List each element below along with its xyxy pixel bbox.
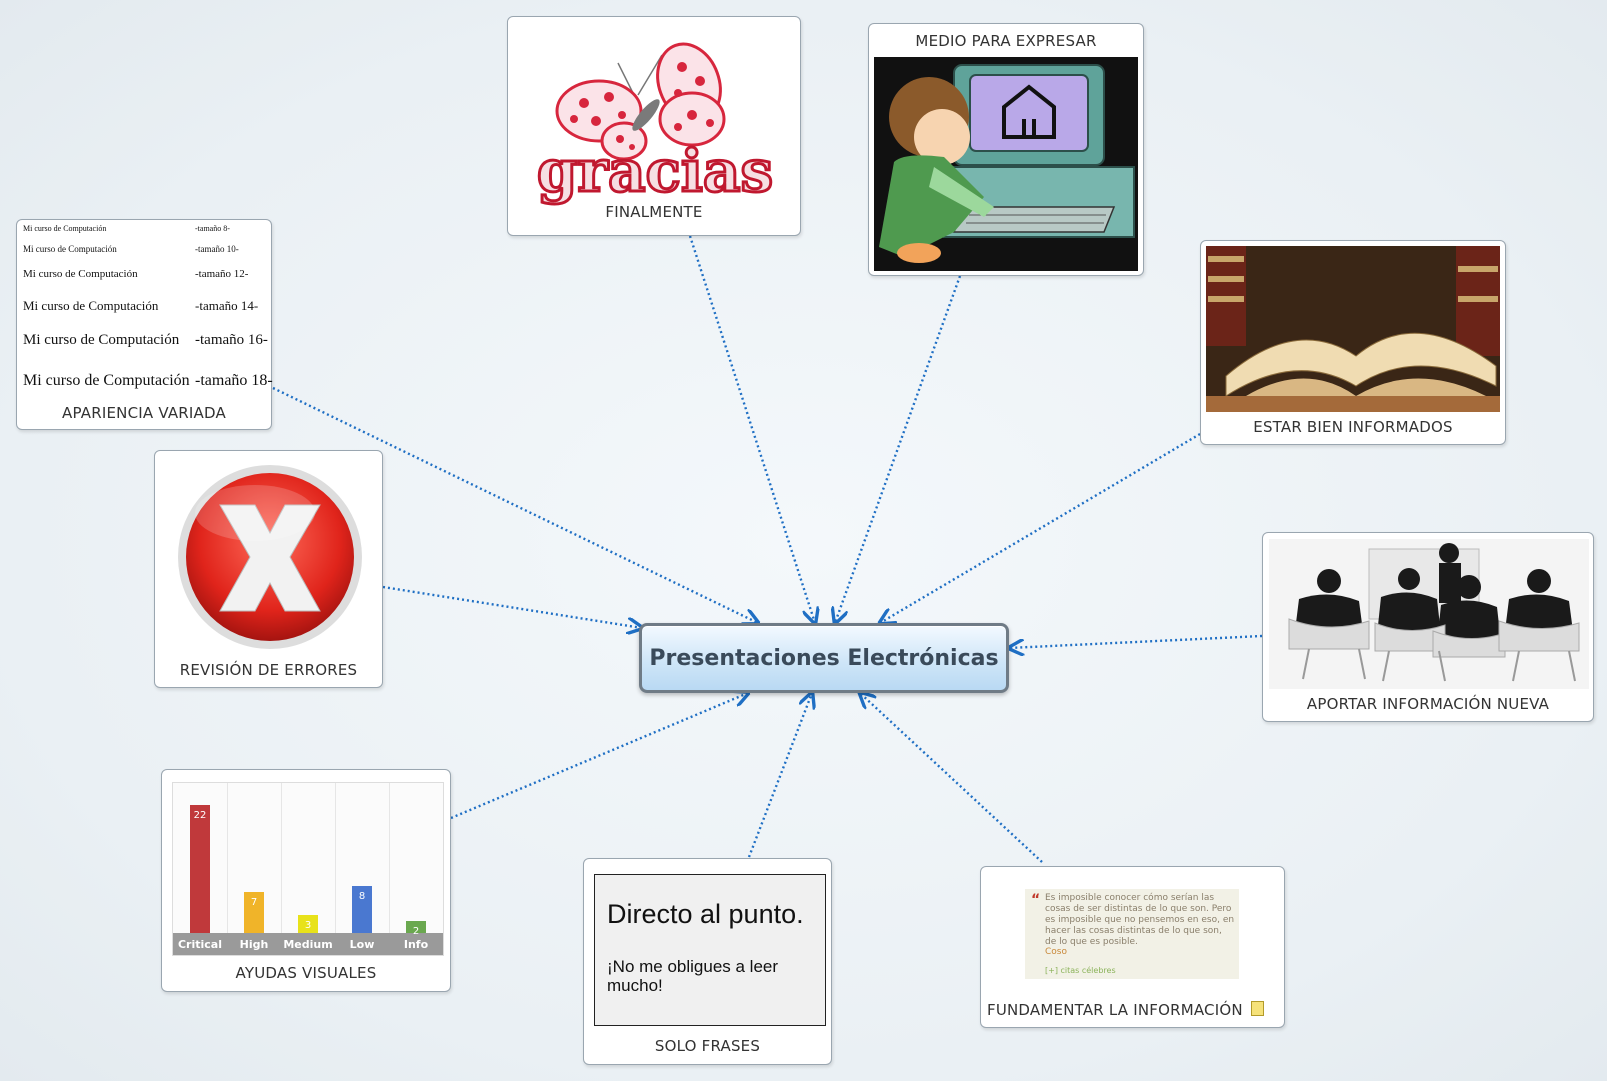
chart-axis — [173, 933, 443, 955]
open-books-image — [1206, 246, 1500, 412]
node-label: ESTAR BIEN INFORMADOS — [1253, 418, 1453, 436]
chart-tick-label: Low — [349, 938, 375, 951]
slide-body: ¡No me obligues a leer mucho! — [607, 957, 779, 995]
chart-tick-label: Critical — [177, 938, 222, 951]
chart-data-label: 3 — [304, 920, 312, 931]
sample-size: -tamaño 14- — [195, 298, 259, 313]
node-solo[interactable]: Directo al punto. ¡No me obligues a leer… — [583, 858, 832, 1065]
node-label: SOLO FRASES — [654, 1037, 761, 1055]
sample-text: Mi curso de Computación — [23, 224, 107, 233]
connector-aportar — [1009, 634, 1263, 648]
chart-bar — [406, 921, 426, 933]
sample-text: Mi curso de Computación — [23, 268, 138, 280]
quote-author: Coso — [1045, 947, 1067, 957]
sample-size: -tamaño 10- — [195, 244, 239, 254]
quote-source-link[interactable]: [+] citas célebres — [1045, 966, 1116, 975]
quote-text: Es imposible conocer cómo serían las cos… — [1045, 893, 1235, 947]
sample-size: -tamaño 12- — [195, 268, 249, 280]
central-topic-title: Presentaciones Electrónicas — [649, 645, 999, 671]
house-icon — [1002, 84, 1056, 139]
chart-data-label: 8 — [358, 891, 366, 902]
sample-text: Mi curso de Computación — [23, 332, 180, 348]
chart-tick-label: Medium — [283, 938, 333, 951]
node-label: FUNDAMENTAR LA INFORMACIÓN — [987, 1001, 1243, 1019]
connector-ayudas — [450, 693, 748, 820]
chart-gridline — [335, 783, 336, 933]
node-label: AYUDAS VISUALES — [235, 964, 377, 982]
gracias-image: gracias — [514, 23, 796, 213]
quote-mark: “ — [1031, 892, 1041, 908]
chart-gridline — [389, 783, 390, 933]
child-computer-image — [874, 57, 1138, 271]
node-revision[interactable]: REVISIÓN DE ERRORES — [154, 450, 383, 688]
connector-revision — [382, 585, 642, 628]
chart-tick-label: High — [239, 938, 269, 951]
chart-gridline — [281, 783, 282, 933]
node-finalmente[interactable]: gracias FINALMENTE — [507, 16, 801, 236]
slide-preview: Directo al punto. ¡No me obligues a leer… — [594, 874, 826, 1026]
connector-medio — [835, 275, 962, 623]
connector-finalmente — [688, 235, 815, 623]
chart-data-label: 22 — [193, 810, 207, 821]
connector-fundamentar — [860, 693, 1043, 863]
chart-tick-label: Info — [403, 938, 429, 951]
node-apariencia[interactable]: Mi curso de Computación -tamaño 8- Mi cu… — [16, 219, 273, 430]
butterfly-icon — [555, 42, 726, 161]
chart-data-label: 7 — [250, 897, 258, 908]
sample-size: -tamaño 8- — [195, 224, 230, 233]
node-informados[interactable]: ESTAR BIEN INFORMADOS — [1200, 240, 1506, 445]
node-medio[interactable]: MEDIO PARA EXPRESAR — [868, 23, 1144, 276]
slide-heading: Directo al punto. — [607, 899, 804, 929]
gracias-image-text: gracias — [537, 137, 773, 205]
chart-gridline — [227, 783, 228, 933]
central-topic[interactable]: Presentaciones Electrónicas — [639, 623, 1009, 693]
sample-size: -tamaño 18- — [195, 372, 273, 389]
meeting-image — [1269, 539, 1589, 689]
sample-text: Mi curso de Computación — [23, 372, 190, 389]
node-label: REVISIÓN DE ERRORES — [179, 661, 358, 679]
chart-bar — [244, 892, 264, 933]
node-label: APARIENCIA VARIADA — [62, 404, 226, 422]
node-label: APORTAR INFORMACIÓN NUEVA — [1306, 695, 1550, 713]
node-aportar[interactable]: APORTAR INFORMACIÓN NUEVA — [1262, 532, 1594, 722]
connector-informados — [880, 432, 1201, 623]
node-fundamentar[interactable]: “ Es imposible conocer cómo serían las c… — [980, 866, 1285, 1028]
chart-bar — [298, 915, 318, 933]
error-x-icon — [165, 461, 375, 651]
node-label: MEDIO PARA EXPRESAR — [915, 32, 1097, 50]
quote-card: “ Es imposible conocer cómo serían las c… — [1025, 889, 1239, 979]
node-label-row: FUNDAMENTAR LA INFORMACIÓN — [987, 1001, 1264, 1019]
sample-size: -tamaño 16- — [195, 332, 268, 348]
sample-text: Mi curso de Computación — [23, 244, 117, 254]
sample-text: Mi curso de Computación — [23, 298, 159, 313]
chart-bar — [352, 886, 372, 933]
chart-data-label: 2 — [412, 926, 420, 937]
node-label: FINALMENTE — [605, 203, 703, 221]
connector-solo — [747, 693, 812, 858]
chart-bar — [190, 805, 210, 933]
note-icon[interactable] — [1250, 1001, 1264, 1016]
